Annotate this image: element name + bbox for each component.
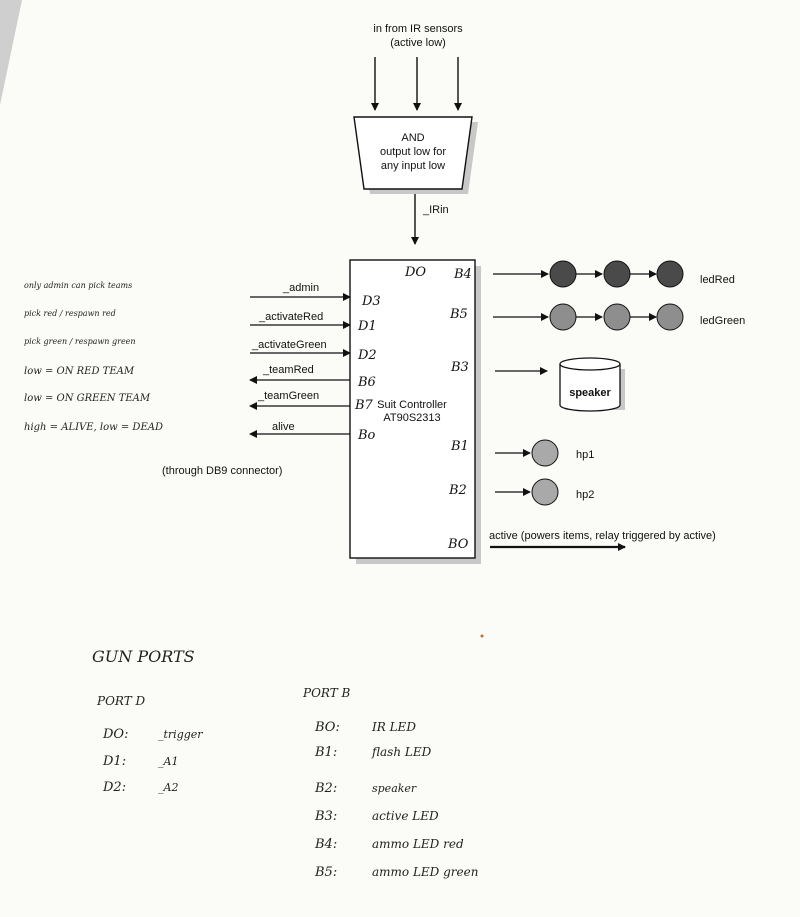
pin-d2: D2 xyxy=(357,348,377,363)
controller-box xyxy=(349,259,476,559)
port-b-pin-4: B4: xyxy=(314,837,337,852)
team-red-label: _teamRed xyxy=(262,364,314,376)
pin-d3: D3 xyxy=(361,294,381,309)
connector-note: (through DB9 connector) xyxy=(162,465,282,477)
pin-b7: B7 xyxy=(354,398,374,413)
hp2-led xyxy=(531,478,559,506)
port-b-desc-4: ammo LED red xyxy=(372,837,464,851)
port-d-pin-2: D2: xyxy=(102,780,126,795)
activate-green-label: _activateGreen xyxy=(251,339,327,351)
pin-bo-right: BO xyxy=(447,537,469,552)
pin-b1: B1 xyxy=(450,439,469,454)
pin-b4: B4 xyxy=(453,267,472,282)
note-team-green: low = ON GREEN TEAM xyxy=(24,393,151,404)
gun-ports-title: GUN PORTS xyxy=(92,647,195,666)
pin-b3: B3 xyxy=(450,360,469,375)
and-gate-line2: any input low xyxy=(381,160,445,172)
note-admin: only admin can pick teams xyxy=(24,281,132,290)
controller-chip: AT90S2313 xyxy=(383,412,440,424)
and-gate-title: AND xyxy=(401,132,424,144)
port-b-pin-2: B2: xyxy=(314,781,337,796)
port-b-header: PORT B xyxy=(302,686,351,700)
port-b-desc-3: active LED xyxy=(372,809,439,823)
alive-label: alive xyxy=(272,421,295,433)
scan-speck xyxy=(480,634,484,638)
pin-d1: D1 xyxy=(357,319,377,334)
port-b-pin-5: B5: xyxy=(314,865,337,880)
port-d-pin-0: DO: xyxy=(102,727,128,742)
pin-b2: B2 xyxy=(448,483,467,498)
port-b-pin-0: BO: xyxy=(314,720,340,735)
port-b-desc-1: flash LED xyxy=(371,745,432,759)
pin-b5: B5 xyxy=(449,307,468,322)
speaker-label: speaker xyxy=(569,387,611,399)
irin-label: _IRin xyxy=(422,204,449,216)
activate-red-label: _activateRed xyxy=(258,311,323,323)
port-b-pin-3: B3: xyxy=(314,809,337,824)
led-red-1 xyxy=(549,260,577,288)
port-b-pin-1: B1: xyxy=(314,745,337,760)
port-b-desc-0: IR LED xyxy=(371,720,416,734)
note-red: pick red / respawn red xyxy=(24,309,116,318)
note-alive: high = ALIVE, low = DEAD xyxy=(24,422,163,433)
pin-top: DO xyxy=(404,265,426,280)
led-red-label: ledRed xyxy=(700,274,735,286)
and-gate xyxy=(353,116,473,190)
port-d-desc-2: _A2 xyxy=(158,781,178,794)
sensors-label: in from IR sensors xyxy=(373,23,463,35)
led-green-label: ledGreen xyxy=(700,315,745,327)
port-d-header: PORT D xyxy=(96,694,146,708)
sensors-sublabel: (active low) xyxy=(390,37,446,49)
controller-name: Suit Controller xyxy=(377,399,447,411)
pin-b6: B6 xyxy=(357,375,376,390)
led-green-2 xyxy=(603,303,631,331)
port-d-pin-1: D1: xyxy=(102,754,126,769)
speaker-top xyxy=(559,357,621,371)
speaker-body xyxy=(559,364,621,412)
led-red-3 xyxy=(656,260,684,288)
port-d-desc-0: _trigger xyxy=(158,728,203,741)
hp1-label: hp1 xyxy=(576,449,594,461)
note-green: pick green / respawn green xyxy=(24,337,136,346)
pin-bo: Bo xyxy=(357,428,376,443)
active-label: active (powers items, relay triggered by… xyxy=(489,530,716,542)
note-team-red: low = ON RED TEAM xyxy=(24,366,135,377)
team-green-label: _teamGreen xyxy=(257,390,319,402)
port-b-desc-5: ammo LED green xyxy=(372,865,478,879)
led-green-1 xyxy=(549,303,577,331)
hp1-led xyxy=(531,439,559,467)
scan-corner xyxy=(0,0,22,105)
admin-label: _admin xyxy=(282,282,319,294)
hp2-label: hp2 xyxy=(576,489,594,501)
led-red-2 xyxy=(603,260,631,288)
port-b-desc-2: speaker xyxy=(372,782,417,795)
port-d-desc-1: _A1 xyxy=(158,755,178,768)
led-green-3 xyxy=(656,303,684,331)
and-gate-line1: output low for xyxy=(380,146,446,158)
